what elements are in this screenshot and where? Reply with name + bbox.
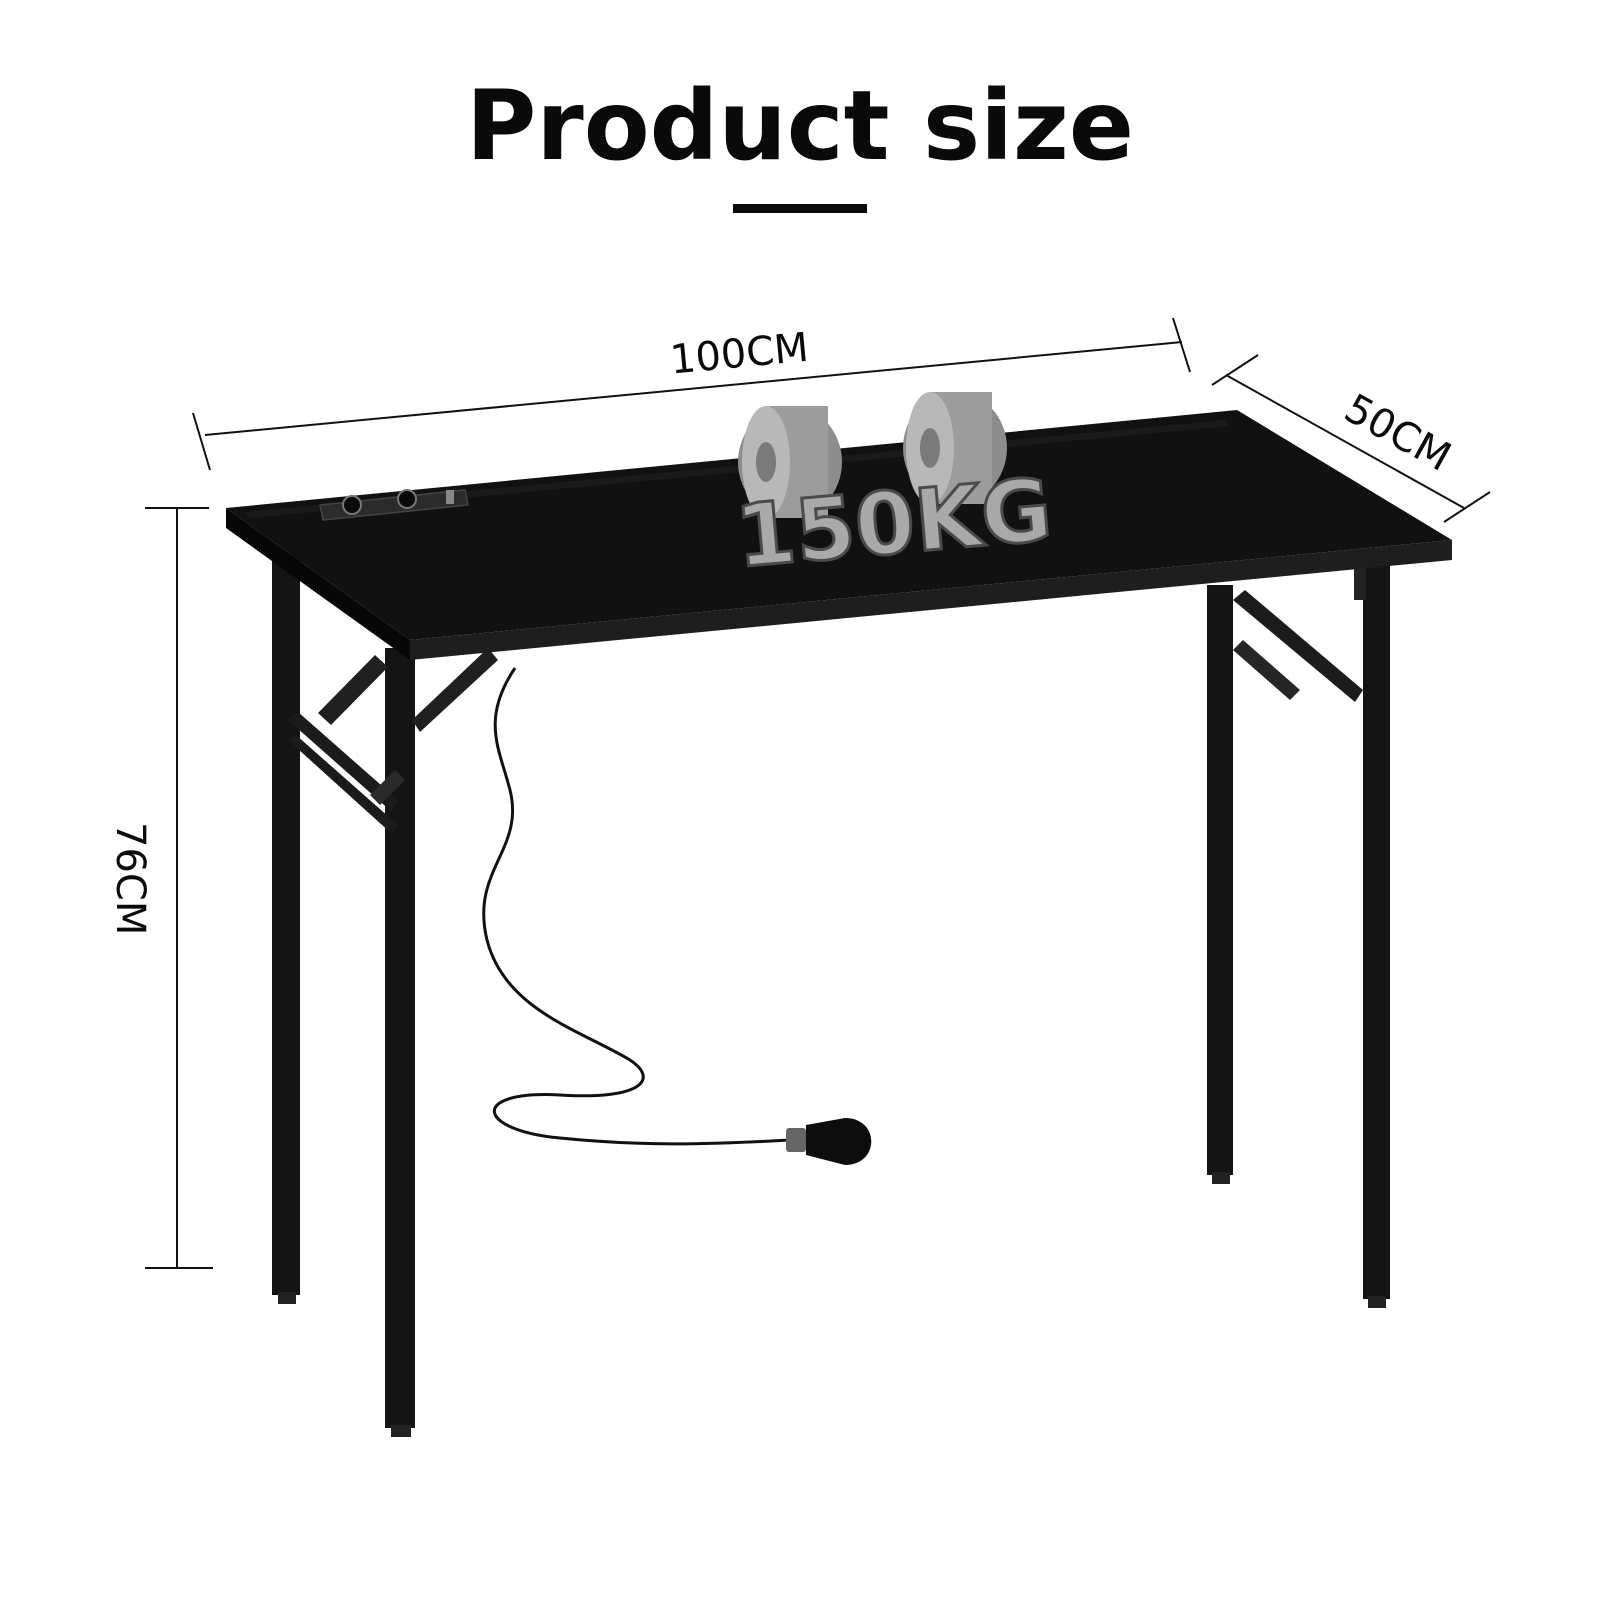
weight-dumbbell-right bbox=[903, 392, 1007, 504]
height-dimension-line bbox=[145, 507, 213, 1269]
page-title: Product size bbox=[466, 70, 1134, 182]
weight-dumbbell-left bbox=[738, 406, 842, 518]
width-dimension-line bbox=[192, 317, 1191, 471]
desk-back-legs bbox=[1207, 554, 1390, 1308]
depth-label: 50CM bbox=[1337, 386, 1458, 481]
width-label: 100CM bbox=[668, 325, 811, 384]
title-underline bbox=[733, 204, 867, 213]
power-plug-icon bbox=[786, 1118, 872, 1165]
desk-front-legs bbox=[272, 555, 498, 1437]
power-cord bbox=[482, 667, 791, 1146]
depth-dimension-line bbox=[1211, 354, 1491, 523]
power-socket-strip bbox=[319, 489, 469, 521]
height-label: 76CM bbox=[107, 822, 153, 935]
usb-port-icon bbox=[446, 490, 454, 504]
socket-2-icon bbox=[397, 489, 417, 509]
socket-1-icon bbox=[342, 495, 362, 515]
